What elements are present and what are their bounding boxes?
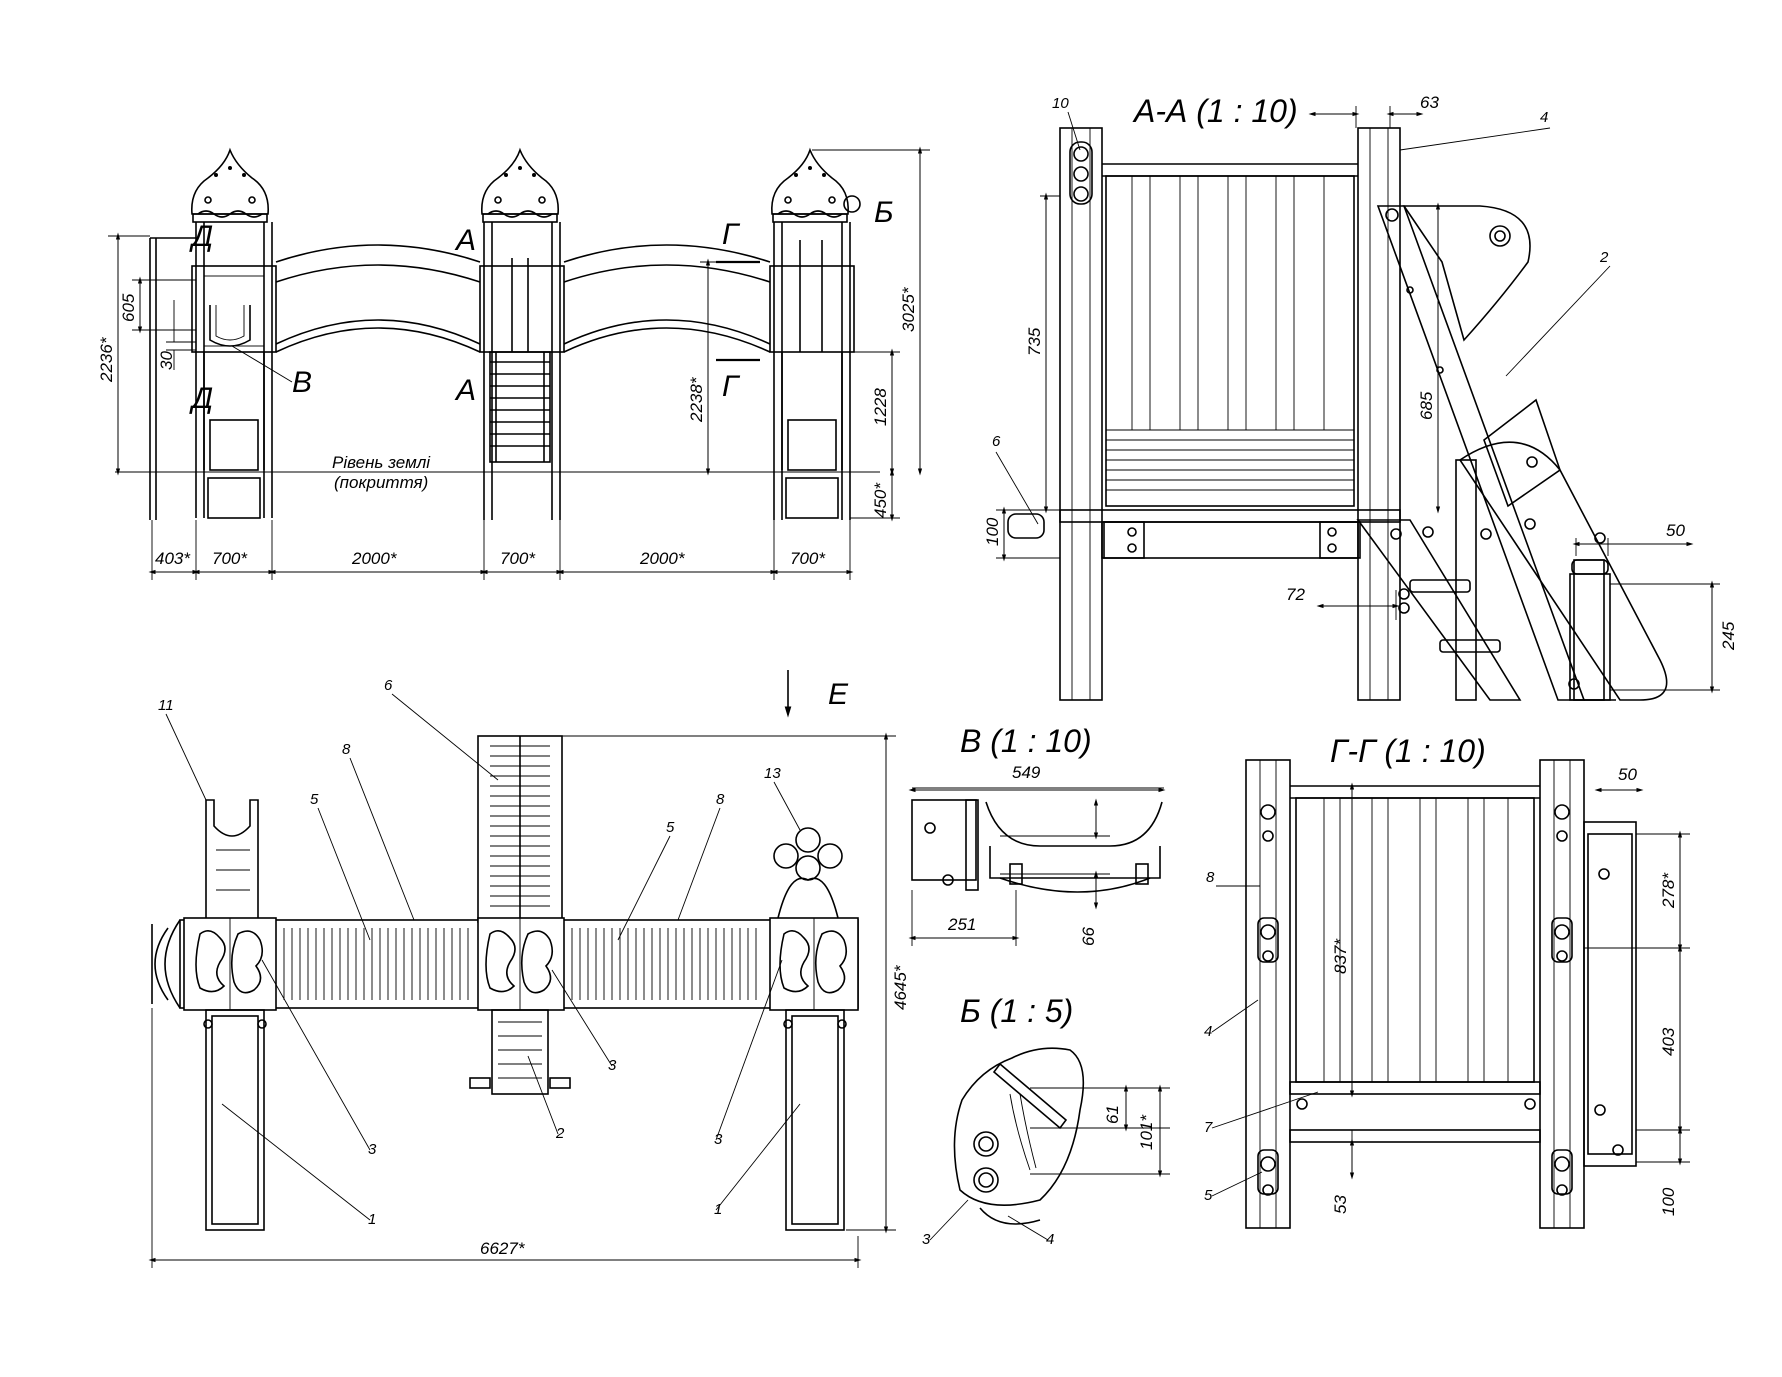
cut-label-g-top: Г <box>722 218 741 251</box>
dim-735: 735 <box>1025 327 1044 356</box>
cut-label-a-bottom: А <box>454 374 476 407</box>
pos-10: 10 <box>1052 95 1069 112</box>
section-gg-title: Г-Г (1 : 10) <box>1330 733 1486 769</box>
dim-700-a: 700* <box>212 549 248 568</box>
section-gg: Г-Г (1 : 10) 837* <box>1204 733 1690 1229</box>
view-label-e: Е <box>828 678 849 711</box>
pos-5-gg: 5 <box>1204 1187 1213 1204</box>
dim-3025: 3025* <box>899 286 918 332</box>
pos-6-plan: 6 <box>384 677 393 694</box>
detail-v-title: В (1 : 10) <box>960 723 1092 759</box>
dim-700-b: 700* <box>500 549 536 568</box>
cut-label-d-top: Д <box>189 220 213 253</box>
pos-3-a: 3 <box>368 1141 377 1158</box>
cut-label-g-bottom: Г <box>722 370 741 403</box>
pos-1-a: 1 <box>368 1211 376 1228</box>
dim-6627: 6627* <box>480 1239 526 1258</box>
detail-b-title: Б (1 : 5) <box>960 993 1073 1029</box>
tower-3 <box>769 147 855 520</box>
dim-700-c: 700* <box>790 549 826 568</box>
dim-101: 101* <box>1137 1114 1156 1150</box>
section-aa: А-А (1 : 10) 63 <box>983 93 1738 701</box>
pos-6-aa: 6 <box>992 433 1001 450</box>
tower-2 <box>479 147 565 520</box>
dim-72: 72 <box>1286 585 1305 604</box>
pos-5-right: 5 <box>666 819 675 836</box>
dim-245: 245 <box>1719 621 1738 651</box>
pos-8-right: 8 <box>716 791 725 808</box>
pos-13: 13 <box>764 765 781 782</box>
dim-61: 61 <box>1103 1105 1122 1124</box>
dim-251: 251 <box>947 915 976 934</box>
pos-4-aa: 4 <box>1540 109 1548 126</box>
dim-2000-a: 2000* <box>351 549 398 568</box>
plan-view: Е <box>148 670 910 1268</box>
dim-66: 66 <box>1079 927 1098 946</box>
dim-30: 30 <box>157 351 176 370</box>
pos-8-gg: 8 <box>1206 869 1215 886</box>
cut-label-a-top: А <box>454 224 476 257</box>
dim-403: 403* <box>155 549 191 568</box>
ground-label-surface: (покриття) <box>334 473 428 492</box>
pos-8-left: 8 <box>342 741 351 758</box>
main-front-view: Д Д В А А Г Г Б Рівень землі (покриття) … <box>97 146 930 580</box>
pos-2-plan: 2 <box>555 1125 565 1142</box>
dim-2236: 2236* <box>97 336 116 383</box>
dim-50-aa: 50 <box>1666 521 1685 540</box>
dim-63: 63 <box>1420 93 1439 112</box>
ground-label: Рівень землі <box>332 453 431 472</box>
dim-2238: 2238* <box>687 376 706 423</box>
detail-v: В (1 : 10) 549 251 66 <box>908 723 1166 946</box>
bridges <box>275 244 771 353</box>
dim-50-gg: 50 <box>1618 765 1637 784</box>
dim-53: 53 <box>1331 1195 1350 1214</box>
dim-549: 549 <box>1012 763 1041 782</box>
dim-100-gg: 100 <box>1659 1187 1678 1216</box>
tower-1 <box>149 147 277 520</box>
dim-278: 278* <box>1659 872 1678 909</box>
dim-100-aa: 100 <box>983 517 1002 546</box>
detail-b: Б (1 : 5) 61 101* 3 4 <box>922 993 1170 1248</box>
dim-403-gg: 403 <box>1659 1027 1678 1056</box>
section-aa-title: А-А (1 : 10) <box>1132 93 1298 129</box>
pos-4-gg: 4 <box>1204 1023 1212 1040</box>
dim-605: 605 <box>119 293 138 322</box>
dim-1228: 1228 <box>871 388 890 426</box>
cut-label-b: Б <box>874 196 894 229</box>
pos-1-b: 1 <box>714 1201 722 1218</box>
dim-2000-b: 2000* <box>639 549 686 568</box>
dim-837: 837* <box>1331 938 1350 974</box>
bridge-slats-left <box>283 928 469 1000</box>
pos-11: 11 <box>158 697 174 714</box>
pos-4-b-detail: 4 <box>1046 1231 1054 1248</box>
pos-3-b: 3 <box>608 1057 617 1074</box>
bridge-slats-right <box>571 928 757 1000</box>
pos-5-left: 5 <box>310 791 319 808</box>
pos-3-b-detail: 3 <box>922 1231 931 1248</box>
pos-3-c: 3 <box>714 1131 723 1148</box>
pos-7-gg: 7 <box>1204 1119 1213 1136</box>
pos-2-aa: 2 <box>1599 249 1609 266</box>
cut-label-v: В <box>292 366 312 399</box>
cut-label-d-bottom: Д <box>189 382 213 415</box>
dim-4645: 4645* <box>891 964 910 1010</box>
dim-450: 450* <box>871 482 890 518</box>
dim-685: 685 <box>1417 391 1436 420</box>
